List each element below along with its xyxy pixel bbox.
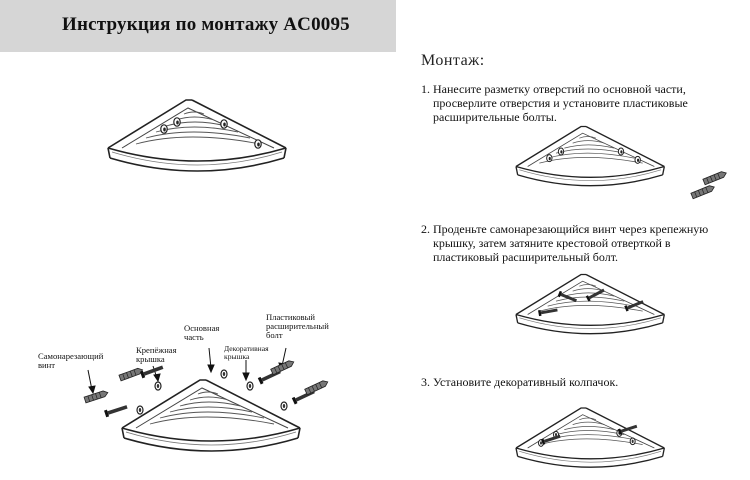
shelf-illustration-main xyxy=(107,99,287,172)
step-1-line-2: просверлите отверстия и установите пласт… xyxy=(433,96,688,110)
step-2-line-2: крышку, затем затяните крестовой отвертк… xyxy=(433,236,671,250)
step-2-number: 2. xyxy=(421,222,430,236)
step-1-line-3: расширительные болты. xyxy=(433,110,557,124)
mounting-heading: Монтаж: xyxy=(421,52,485,69)
step-3-illustration xyxy=(515,407,665,468)
step-1-illustration xyxy=(515,125,665,187)
exploded-parts xyxy=(83,347,330,418)
step-2-line-3: пластиковый расширительный болт. xyxy=(433,250,619,264)
arrow-deco-cap xyxy=(242,360,250,382)
arrow-main-part xyxy=(207,347,215,374)
step-2-illustration xyxy=(515,273,665,335)
arrow-mount-cap xyxy=(152,365,161,383)
step-3-line-1: Установите декоративный колпачок. xyxy=(433,375,619,389)
step-3-number: 3. xyxy=(421,375,430,389)
page-title: Инструкция по монтажу AC0095 xyxy=(62,14,350,35)
step-1-number: 1. xyxy=(421,82,430,96)
step-2: 2.Проденьте самонарезающийся винт через … xyxy=(421,222,708,264)
step-3: 3.Установите декоративный колпачок. xyxy=(421,375,618,389)
arrow-screw xyxy=(87,369,96,395)
step-1: 1.Нанесите разметку отверстий по основно… xyxy=(421,82,688,124)
step-1-bolts xyxy=(690,169,728,200)
step-1-line-1: Нанесите разметку отверстий по основной … xyxy=(433,82,686,96)
step-2-line-1: Проденьте самонарезающийся винт через кр… xyxy=(433,222,709,236)
title-bar: Инструкция по монтажу AC0095 xyxy=(0,0,396,52)
